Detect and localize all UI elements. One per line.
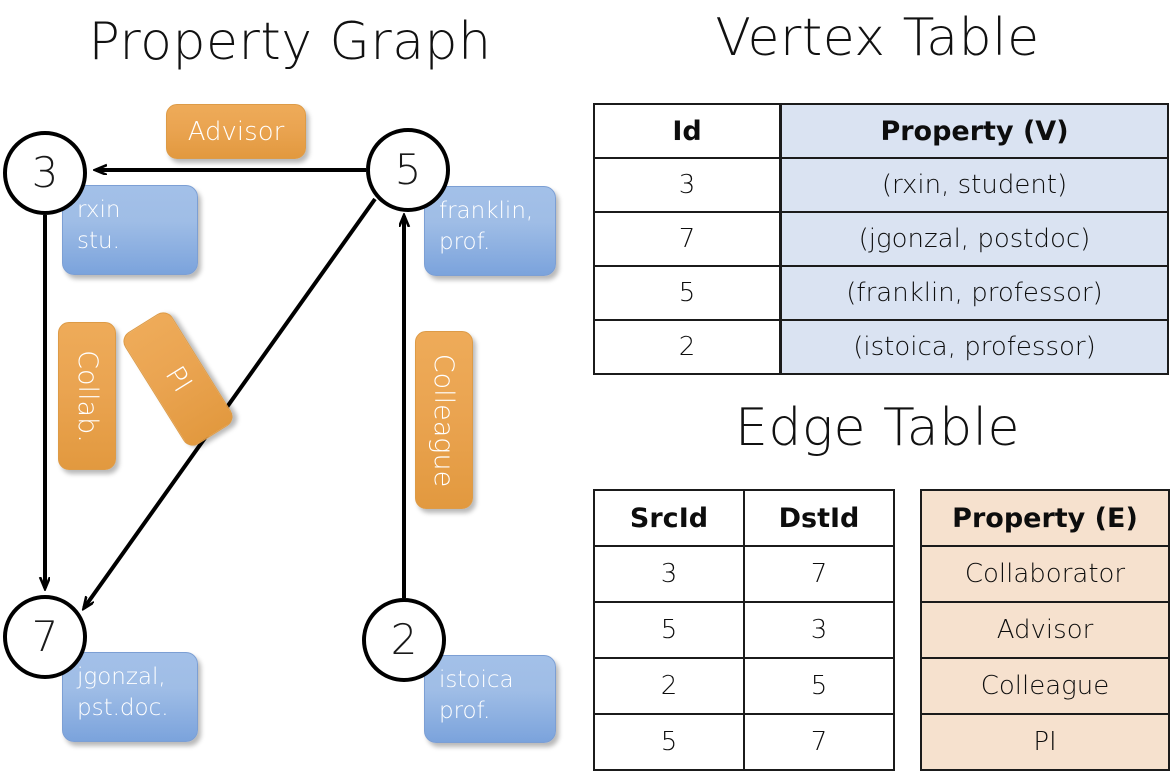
edge-table-cell-dstid: 5 [743, 657, 895, 715]
edge-table-cell-property: PI [920, 713, 1170, 771]
table-row: Collaborator [920, 545, 1170, 603]
table-row: 2 5 [593, 657, 895, 715]
graph-node-2-label: 2 [390, 615, 418, 664]
vertex-table-header-id: Id [593, 103, 781, 159]
table-header-row: Id [593, 103, 781, 159]
node-property-box-franklin: franklin, prof. [424, 186, 556, 276]
section-title-vertex-table: Vertex Table [715, 8, 1040, 68]
node-property-box-rxin: rxin stu. [62, 185, 198, 275]
edge-table-cell-dstid: 7 [743, 545, 895, 603]
graph-edges-svg [0, 0, 585, 760]
edge-table-cell-property: Advisor [920, 601, 1170, 659]
section-title-edge-table: Edge Table [734, 398, 1021, 458]
table-row: 3 7 [593, 545, 895, 603]
edge-table-cell-dstid: 7 [743, 713, 895, 771]
vertex-table-cell-property: (franklin, professor) [780, 265, 1169, 321]
edge-table-cell-srcid: 2 [593, 657, 745, 715]
edge-table-cell-srcid: 5 [593, 713, 745, 771]
node-property-franklin-line1: franklin, [439, 198, 534, 224]
edge-label-colleague: Colleague [415, 331, 473, 509]
edge-table-header-dstid: DstId [743, 489, 895, 547]
graph-node-5: 5 [366, 128, 450, 212]
table-row: PI [920, 713, 1170, 771]
edge-label-collab-text: Collab. [71, 349, 103, 443]
node-property-istoica-line2: prof. [439, 698, 491, 725]
graph-node-5-label: 5 [394, 145, 422, 194]
graph-node-7: 7 [3, 595, 87, 679]
vertex-table-id-column: Id 3 7 5 2 [593, 103, 781, 375]
table-row: Colleague [920, 657, 1170, 715]
property-graph-diagram: Advisor Collab. PI Colleague rxin stu. f… [0, 0, 585, 760]
node-property-franklin-line2: prof. [439, 229, 491, 256]
edge-label-advisor: Advisor [166, 104, 306, 159]
vertex-table-cell-property: (istoica, professor) [780, 319, 1169, 375]
edge-table-cell-property: Colleague [920, 657, 1170, 715]
table-row: Advisor [920, 601, 1170, 659]
edge-label-pi-text: PI [158, 360, 198, 398]
edge-table-cell-srcid: 5 [593, 601, 745, 659]
table-row: 2 [593, 319, 781, 375]
node-property-jgonzal-line2: pst.doc. [77, 695, 169, 722]
node-property-box-istoica: istoica prof. [424, 655, 556, 743]
node-property-jgonzal-line1: jgonzal, [77, 664, 166, 690]
edge-table-header-srcid: SrcId [593, 489, 745, 547]
vertex-table-header-property: Property (V) [780, 103, 1169, 159]
table-row: 5 3 [593, 601, 895, 659]
edge-label-colleague-text: Colleague [428, 353, 460, 487]
edge-table-cell-srcid: 3 [593, 545, 745, 603]
vertex-table-cell-id: 2 [593, 319, 781, 375]
table-row: 3 [593, 157, 781, 213]
table-row: (rxin, student) [780, 157, 1169, 213]
edge-label-collab: Collab. [58, 322, 116, 470]
edge-5-to-7-pi [84, 197, 377, 608]
table-row: (istoica, professor) [780, 319, 1169, 375]
table-row: (franklin, professor) [780, 265, 1169, 321]
node-property-istoica-line1: istoica [439, 667, 514, 693]
table-row: 5 7 [593, 713, 895, 771]
page-title-property-graph: Property Graph [88, 12, 492, 72]
table-header-row: Property (E) [920, 489, 1170, 547]
table-header-row: Property (V) [780, 103, 1169, 159]
vertex-table-cell-property: (jgonzal, postdoc) [780, 211, 1169, 267]
edge-table-id-columns: SrcId DstId 3 7 5 3 2 5 5 7 [593, 489, 895, 771]
edge-table-header-property: Property (E) [920, 489, 1170, 547]
edge-table-cell-property: Collaborator [920, 545, 1170, 603]
graph-node-3: 3 [3, 131, 87, 215]
table-header-row: SrcId DstId [593, 489, 895, 547]
node-property-rxin-line2: stu. [77, 228, 120, 255]
node-property-rxin-line1: rxin [77, 197, 121, 223]
vertex-table-cell-id: 5 [593, 265, 781, 321]
graph-node-7-label: 7 [31, 612, 59, 661]
table-row: 5 [593, 265, 781, 321]
vertex-table-cell-property: (rxin, student) [780, 157, 1169, 213]
vertex-table-cell-id: 7 [593, 211, 781, 267]
node-property-box-jgonzal: jgonzal, pst.doc. [62, 652, 198, 742]
vertex-table-cell-id: 3 [593, 157, 781, 213]
table-row: (jgonzal, postdoc) [780, 211, 1169, 267]
edge-table-property-column: Property (E) Collaborator Advisor Collea… [920, 489, 1170, 771]
table-row: 7 [593, 211, 781, 267]
edge-label-advisor-text: Advisor [187, 116, 285, 147]
graph-node-2: 2 [362, 598, 446, 682]
vertex-table-property-column: Property (V) (rxin, student) (jgonzal, p… [780, 103, 1169, 375]
graph-node-3-label: 3 [31, 148, 59, 197]
edge-table-cell-dstid: 3 [743, 601, 895, 659]
